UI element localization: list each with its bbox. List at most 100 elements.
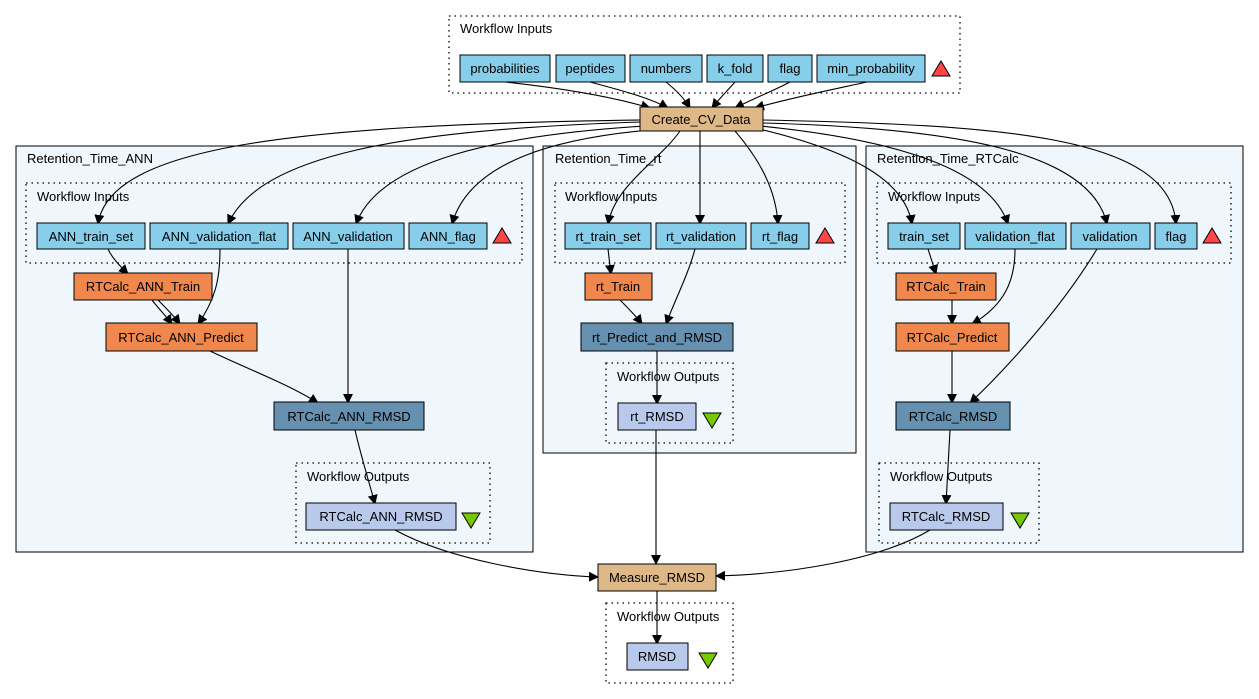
output-marker-icon bbox=[702, 412, 722, 429]
edge-cv-rt-train-set bbox=[604, 130, 681, 225]
edge-flag bbox=[734, 81, 791, 109]
rt-port-validation[interactable]: rt_validation bbox=[655, 222, 747, 250]
top-input-port-numbers[interactable]: numbers bbox=[629, 54, 703, 83]
rt-inputs-group bbox=[554, 182, 846, 264]
ann-train-node[interactable]: RTCalc_ANN_Train bbox=[73, 272, 213, 301]
processor-label: Measure_RMSD bbox=[609, 570, 705, 585]
output-label: rt_RMSD bbox=[630, 409, 683, 424]
rtcalc-port-validation-flat[interactable]: validation_flat bbox=[964, 222, 1067, 250]
rtcalc-predict-node[interactable]: RTCalc_Predict bbox=[895, 322, 1010, 352]
port-label: validation bbox=[1083, 229, 1138, 244]
top-input-port-k-fold[interactable]: k_fold bbox=[706, 54, 764, 83]
ann-predict-node[interactable]: RTCalc_ANN_Predict bbox=[105, 322, 258, 352]
edge-ann-rmsd-output bbox=[354, 429, 378, 505]
ann-inputs-label: Workflow Inputs bbox=[37, 189, 130, 204]
top-input-port-flag[interactable]: flag bbox=[767, 54, 813, 83]
port-label: peptides bbox=[565, 61, 615, 76]
create-cv-data-node[interactable]: Create_CV_Data bbox=[639, 106, 764, 132]
edge-rtcalc-output-measure bbox=[715, 529, 931, 581]
port-box bbox=[767, 54, 813, 83]
top-input-port-probabilities[interactable]: probabilities bbox=[459, 54, 551, 83]
ann-output-port[interactable]: RTCalc_ANN_RMSD bbox=[305, 502, 457, 531]
port-label: ANN_validation_flat bbox=[162, 229, 277, 244]
port-box bbox=[655, 222, 747, 250]
edge-cv-ann-validation bbox=[354, 125, 646, 225]
processor-label: Create_CV_Data bbox=[652, 112, 752, 127]
edge-peptides bbox=[589, 81, 669, 109]
cluster-title-ann: Retention_Time_ANN bbox=[27, 151, 153, 166]
rt-outputs-group bbox=[605, 362, 734, 444]
output-label: RTCalc_ANN_RMSD bbox=[319, 509, 442, 524]
rtcalc-outputs-group bbox=[878, 462, 1040, 544]
rtcalc-output-port[interactable]: RTCalc_RMSD bbox=[889, 502, 1004, 531]
edge-ann-validation-flat-predict bbox=[197, 248, 221, 325]
output-box bbox=[889, 502, 1004, 531]
edge-k-fold bbox=[711, 81, 736, 109]
ann-port-flag[interactable]: ANN_flag bbox=[408, 222, 488, 250]
edge-ann-predict-rmsd bbox=[209, 350, 319, 404]
port-label: rt_flag bbox=[762, 229, 798, 244]
edge-rt-train-predict bbox=[619, 299, 643, 325]
edge-numbers bbox=[665, 81, 691, 109]
service-box bbox=[895, 272, 997, 301]
port-label: rt_validation bbox=[666, 229, 736, 244]
rtcalc-train-node[interactable]: RTCalc_Train bbox=[895, 272, 997, 301]
port-box bbox=[564, 222, 652, 250]
rmsd-label: rt_Predict_and_RMSD bbox=[592, 330, 722, 345]
port-box bbox=[964, 222, 1067, 250]
edge-ann-output-measure bbox=[394, 529, 599, 582]
rt-port-flag[interactable]: rt_flag bbox=[750, 222, 810, 250]
edge-cv-rtcalc-train-set bbox=[754, 127, 916, 225]
rtcalc-port-validation[interactable]: validation bbox=[1070, 222, 1151, 250]
output-marker-icon bbox=[461, 512, 481, 529]
rtcalc-outputs-label: Workflow Outputs bbox=[890, 469, 993, 484]
port-box bbox=[629, 54, 703, 83]
top-inputs-label: Workflow Inputs bbox=[460, 21, 553, 36]
port-label: flag bbox=[780, 61, 801, 76]
edge-cv-ann-flag bbox=[449, 129, 651, 225]
port-box bbox=[36, 222, 146, 250]
rtcalc-port-train-set[interactable]: train_set bbox=[887, 222, 961, 250]
port-box bbox=[816, 54, 926, 83]
rt-train-node[interactable]: rt_Train bbox=[584, 272, 653, 301]
output-label: RMSD bbox=[638, 649, 676, 664]
edge-rtcalc-validation-flat-predict bbox=[971, 248, 1016, 325]
top-input-port-peptides[interactable]: peptides bbox=[555, 54, 626, 83]
edge-rtcalc-train-set-train bbox=[927, 248, 939, 275]
ann-rmsd-node[interactable]: RTCalc_ANN_RMSD bbox=[273, 401, 425, 431]
port-box bbox=[887, 222, 961, 250]
measure-rmsd-node[interactable]: Measure_RMSD bbox=[597, 563, 717, 592]
rt-port-train-set[interactable]: rt_train_set bbox=[564, 222, 652, 250]
input-marker-icon bbox=[931, 60, 951, 77]
port-box bbox=[750, 222, 810, 250]
service-box bbox=[895, 322, 1010, 352]
final-output-port[interactable]: RMSD bbox=[626, 642, 689, 671]
port-box bbox=[706, 54, 764, 83]
rt-output-port[interactable]: rt_RMSD bbox=[617, 402, 697, 431]
service-box bbox=[73, 272, 213, 301]
rtcalc-rmsd-node[interactable]: RTCalc_RMSD bbox=[895, 401, 1011, 431]
edges bbox=[94, 81, 1181, 645]
port-box bbox=[408, 222, 488, 250]
service-box bbox=[105, 322, 258, 352]
rt-predict-node[interactable]: rt_Predict_and_RMSD bbox=[580, 322, 734, 352]
port-box bbox=[1154, 222, 1198, 250]
output-box bbox=[617, 402, 697, 431]
ann-port-train-set[interactable]: ANN_train_set bbox=[36, 222, 146, 250]
final-outputs-label: Workflow Outputs bbox=[617, 609, 720, 624]
edge-cv-ann-train-set bbox=[94, 119, 641, 225]
rtcalc-port-flag[interactable]: flag bbox=[1154, 222, 1198, 250]
ann-outputs-label: Workflow Outputs bbox=[307, 469, 410, 484]
input-marker-icon bbox=[492, 227, 512, 244]
service-label: rt_Train bbox=[596, 279, 640, 294]
edge-rt-train-set-train bbox=[604, 248, 615, 275]
output-box bbox=[626, 642, 689, 671]
ann-port-validation[interactable]: ANN_validation bbox=[292, 222, 405, 250]
edge-ann-train-predict-2 bbox=[157, 299, 181, 325]
ann-port-validation-flat[interactable]: ANN_validation_flat bbox=[149, 222, 289, 250]
input-marker-icon bbox=[1202, 227, 1222, 244]
output-marker-icon bbox=[1010, 512, 1030, 529]
port-label: min_probability bbox=[827, 61, 915, 76]
top-input-port-min-probability[interactable]: min_probability bbox=[816, 54, 926, 83]
